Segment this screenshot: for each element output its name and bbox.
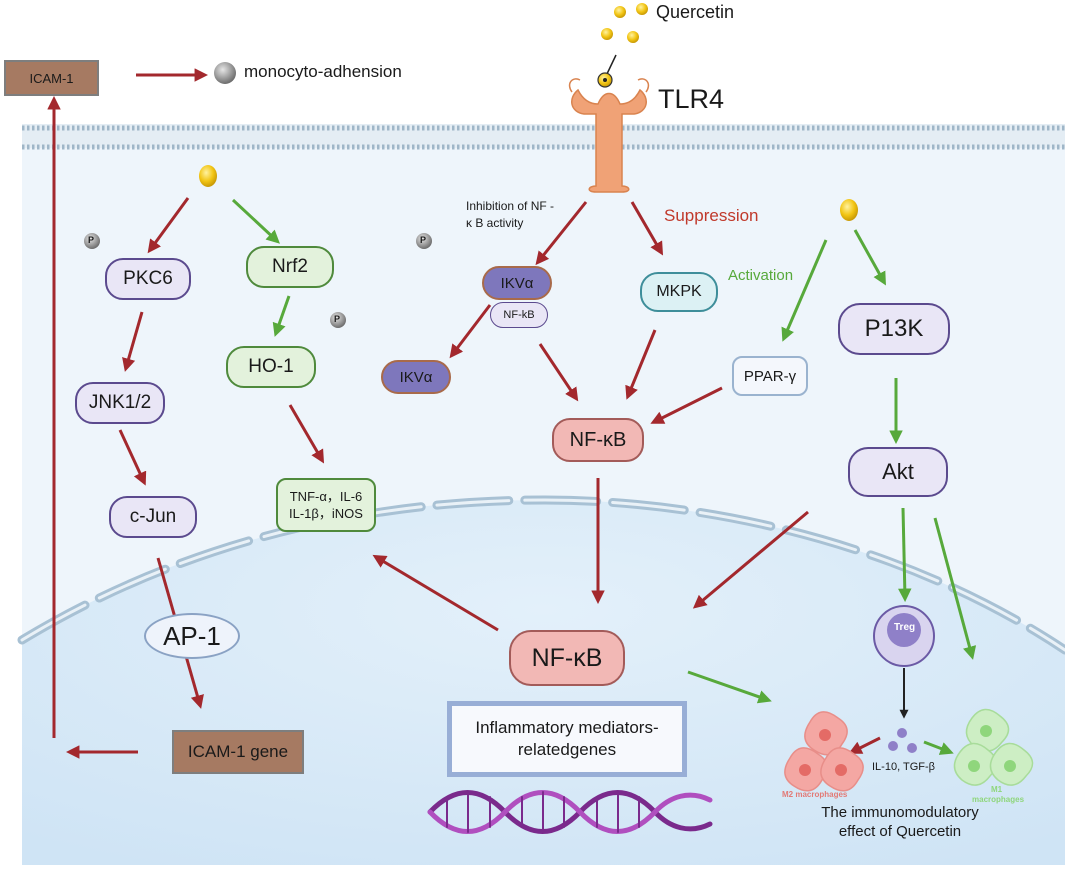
- nfkb-small-node: NF-kB: [490, 302, 548, 328]
- jnk-label: JNK1/2: [88, 392, 152, 413]
- ikv-free-label: IKVα: [399, 368, 433, 386]
- mkpk-label: MKPK: [656, 283, 702, 300]
- nfkb-nucleus-label: NF-κB: [531, 643, 603, 672]
- ho1-label: HO-1: [248, 356, 294, 377]
- pi3k-node: P13K: [838, 303, 950, 355]
- tlr4-label: TLR4: [658, 84, 725, 114]
- cjun-label: c-Jun: [129, 506, 177, 527]
- cjun-node: c-Jun: [109, 496, 197, 538]
- m1-label-line2: macrophages: [972, 795, 1025, 804]
- ikv-free-node: IKVα: [381, 360, 451, 394]
- quercetin-drop-left: [199, 165, 217, 187]
- m1-label-line1: M1: [991, 785, 1003, 794]
- ap1-label: AP-1: [163, 620, 221, 651]
- quercetin-molecules: [601, 3, 648, 43]
- nfkb-small-label: NF-kB: [503, 309, 535, 321]
- icam1-gene-label: ICAM-1 gene: [187, 742, 289, 761]
- suppression-label: Suppression: [664, 206, 759, 225]
- phospho-label-1: P: [88, 235, 95, 245]
- cytokines-line2: IL-1β，iNOS: [289, 506, 363, 521]
- activation-label: Activation: [728, 267, 794, 284]
- m2-label: M2 macrophages: [782, 790, 848, 799]
- quercetin-label: Quercetin: [656, 2, 735, 22]
- akt-label: Akt: [882, 459, 914, 484]
- jnk-node: JNK1/2: [75, 382, 165, 424]
- monocyte-sphere: [214, 62, 236, 84]
- mediators-box: Inflammatory mediators- relatedgenes: [447, 701, 687, 777]
- arrows: [47, 68, 977, 759]
- ikv-complex-node: IKVα: [482, 266, 552, 300]
- nrf2-label: Nrf2: [272, 256, 308, 277]
- mediators-line2: relatedgenes: [517, 740, 617, 759]
- immunomodulatory-caption: The immunomodulatory effect of Quercetin: [800, 803, 1000, 841]
- dna-helix: [427, 790, 713, 834]
- nrf2-node: Nrf2: [246, 246, 334, 288]
- ppar-node: PPAR-γ: [732, 356, 808, 396]
- nfkb-cyto-label: NF-κB: [569, 428, 627, 451]
- phospho-label-3: P: [334, 314, 341, 324]
- ap1-node: AP-1: [144, 613, 240, 659]
- akt-node: Akt: [848, 447, 948, 497]
- pkc6-label: PKC6: [123, 268, 173, 289]
- icam1-top-box: ICAM-1: [4, 60, 99, 96]
- tlr4-receptor: [568, 78, 650, 193]
- il10-tgf-label: IL-10, TGF-β: [872, 761, 935, 773]
- mediators-line1: Inflammatory mediators-: [475, 718, 659, 737]
- icam1-top-label: ICAM-1: [29, 70, 74, 86]
- monocyte-label: monocyto-adhension: [244, 62, 402, 81]
- nfkb-cyto-node: NF-κB: [552, 418, 644, 462]
- caption-line2: effect of Quercetin: [838, 823, 962, 840]
- plasma-membrane: [22, 124, 1065, 150]
- treg-cell: [873, 605, 935, 667]
- pkc6-node: PKC6: [105, 258, 191, 300]
- inhibition-label-line1: Inhibition of NF -: [466, 199, 555, 213]
- ppar-label: PPAR-γ: [743, 367, 797, 385]
- pi3k-label: P13K: [864, 315, 924, 342]
- nfkb-nucleus-node: NF-κB: [509, 630, 625, 686]
- caption-line1: The immunomodulatory: [821, 804, 979, 821]
- mkpk-node: MKPK: [640, 272, 718, 312]
- ikv-complex-label: IKVα: [500, 274, 534, 292]
- cytokines-box: TNF-α，IL-6 IL-1β，iNOS: [276, 478, 376, 532]
- phosphate-markers: [84, 233, 432, 328]
- icam1-gene-box: ICAM-1 gene: [172, 730, 304, 774]
- inhibition-label-line2: κ B activity: [466, 216, 524, 230]
- treg-label: Treg: [894, 622, 916, 633]
- phospho-label-2: P: [420, 235, 427, 245]
- ho1-node: HO-1: [226, 346, 316, 388]
- cytokines-line1: TNF-α，IL-6: [289, 489, 363, 504]
- quercetin-drop-right: [840, 199, 858, 221]
- cytokine-dots: [888, 728, 917, 753]
